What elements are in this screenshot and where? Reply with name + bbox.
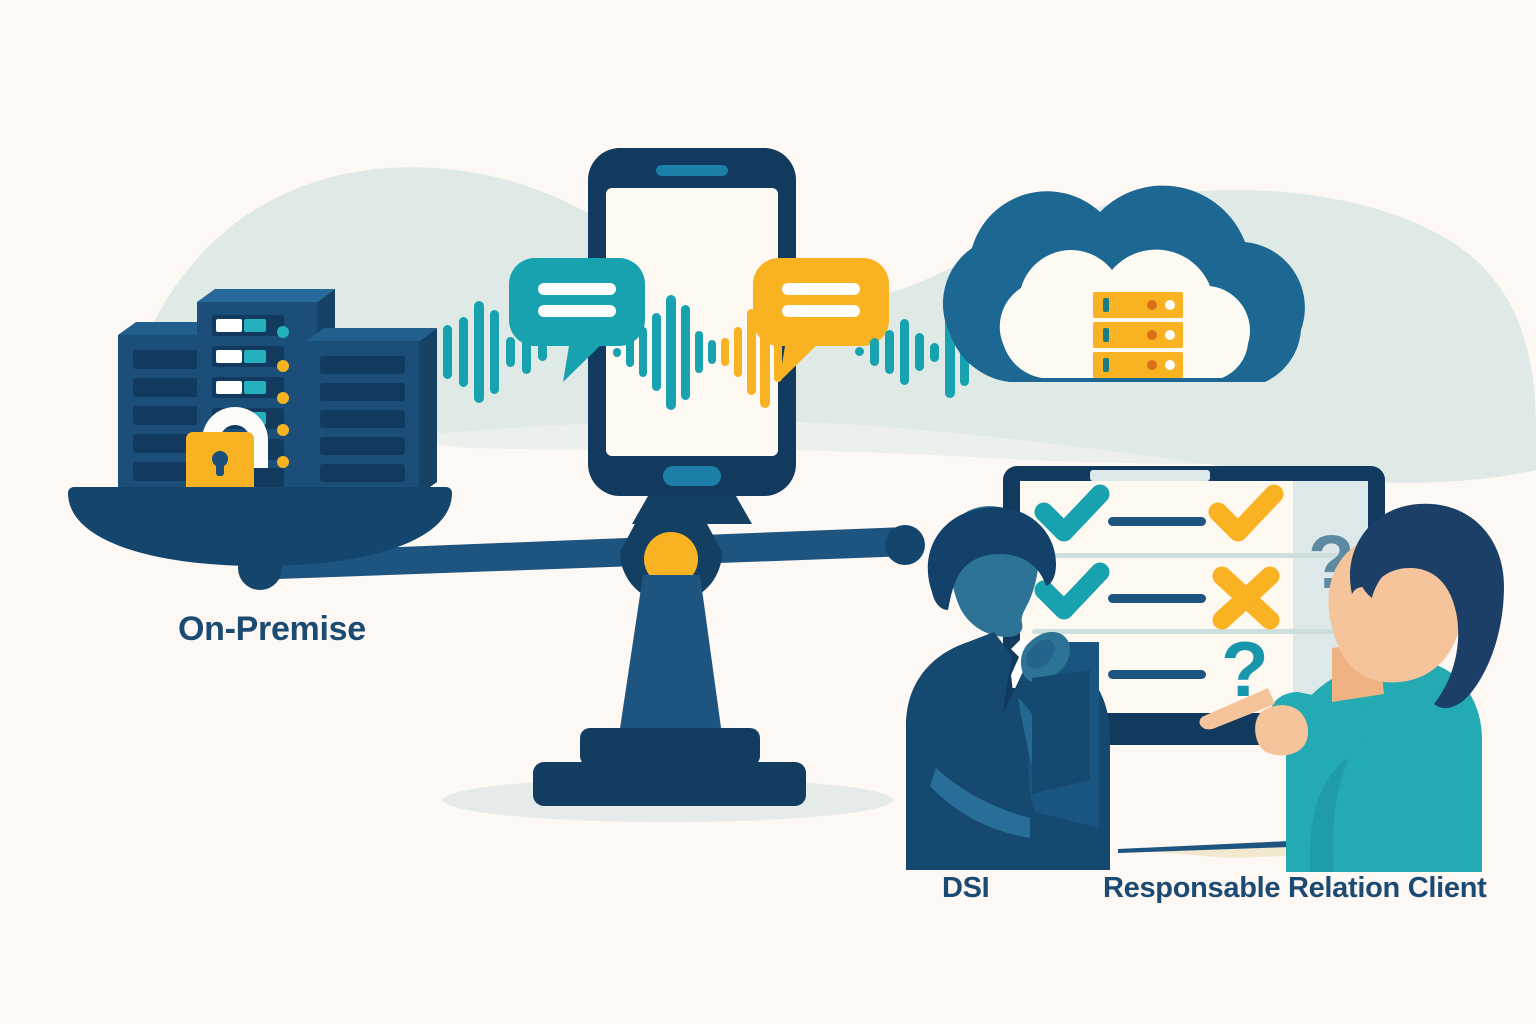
cloud-server-units: [1093, 292, 1183, 378]
checklist-row: [1034, 562, 1280, 630]
scale-beam: [248, 527, 912, 580]
check-icon: [1034, 484, 1110, 542]
phone-waveform-teal: [613, 295, 716, 410]
speech-bubble-yellow: [753, 258, 889, 382]
checklist-line: [1108, 517, 1206, 526]
woman-sweater-fold: [1310, 756, 1350, 872]
scale-pan-right-knob: [885, 525, 925, 565]
check-icon: [1034, 562, 1110, 620]
person-responsable-relation-client: [1199, 503, 1504, 872]
cross-icon: [1212, 566, 1280, 630]
checklist-divider: [1032, 553, 1364, 558]
woman-hair-front: [1359, 542, 1418, 598]
man-thumb: [1026, 639, 1055, 669]
scale-pivot-bolt: [644, 532, 698, 586]
phone-screen: [606, 188, 778, 456]
monitor-stand: [1075, 730, 1305, 745]
monitor-top-tab: [1090, 470, 1210, 481]
checklist-line: [1108, 594, 1206, 603]
woman-hand-pointing: [1255, 705, 1308, 756]
on-premise-server-group: [118, 289, 437, 495]
man-sleeve-highlight: [930, 768, 1030, 838]
phone-stand: [632, 496, 752, 524]
checklist-divider: [1032, 629, 1364, 634]
phone-speaker: [656, 165, 728, 176]
caption-responsable-relation-client: Responsable Relation Client: [1103, 872, 1487, 904]
speech-bubble-teal: [509, 258, 645, 382]
cloud-with-servers: [942, 185, 1305, 382]
scale-base-lower: [533, 762, 806, 806]
man-notebook: [1032, 670, 1090, 794]
woman-finger: [1199, 688, 1275, 730]
checklist-row: [1034, 484, 1284, 542]
server-status-lights: [277, 326, 289, 468]
caption-on-premise: On-Premise: [178, 610, 366, 648]
padlock-icon: [186, 407, 268, 494]
caption-dsi: DSI: [942, 872, 990, 904]
balance-scale: [68, 487, 925, 806]
checklist-line: [1108, 670, 1206, 679]
scale-column: [619, 575, 722, 735]
person-dsi: [906, 506, 1110, 870]
scale-base-upper: [580, 728, 760, 766]
man-hair: [927, 507, 1056, 610]
check-icon: [1208, 484, 1284, 542]
scale-pan-left: [68, 487, 452, 590]
phone-home-button: [663, 466, 721, 486]
